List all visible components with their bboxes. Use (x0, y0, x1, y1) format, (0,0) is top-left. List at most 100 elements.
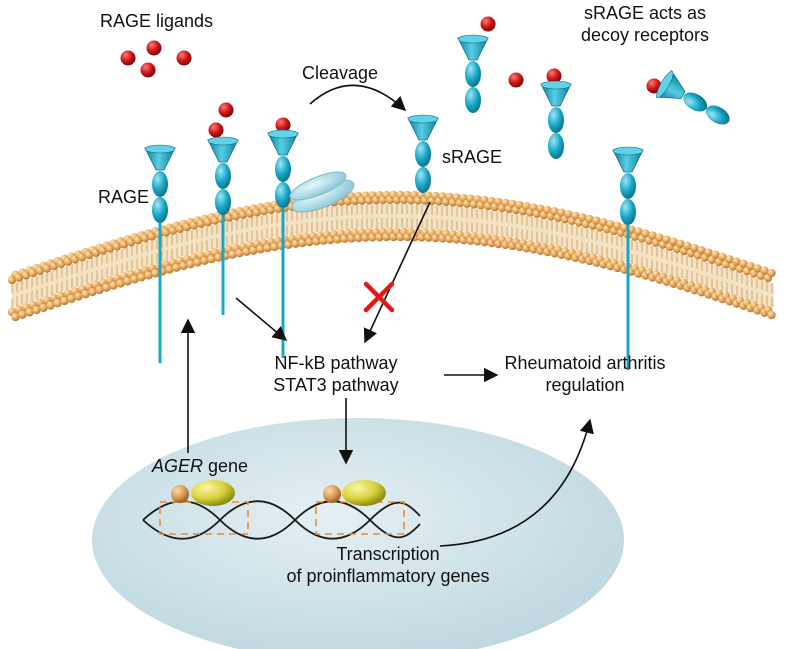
lipid-head (228, 250, 237, 259)
receptor-c2-domain (275, 182, 291, 208)
blocked-signal-x (363, 281, 395, 313)
lipid-head (697, 246, 706, 255)
ligand-sphere (508, 72, 524, 88)
cell-membrane (7, 190, 776, 322)
lipid-head (704, 248, 713, 257)
lipid-head (151, 269, 160, 278)
lipid-head (739, 259, 748, 269)
rage-receptor-3 (267, 129, 299, 358)
lipid-head (543, 205, 552, 215)
receptor-c1-domain (275, 156, 291, 182)
lipid-head (760, 266, 769, 275)
lipid-head (242, 247, 251, 257)
receptor-cup-rim (144, 144, 176, 154)
lipid-head (585, 214, 594, 224)
lipid-head (11, 312, 20, 322)
lipid-head (95, 285, 104, 295)
ligand-sphere (120, 50, 136, 66)
rage-label: RAGE (98, 187, 150, 207)
lipid-head (592, 216, 601, 225)
lipid-head (102, 283, 111, 292)
lipid-head (550, 207, 559, 216)
receptor-c2-domain (152, 197, 168, 223)
lipid-head (536, 204, 545, 213)
lipid-head (557, 208, 566, 218)
lipid-head (88, 287, 97, 297)
receptor-c1-domain (548, 107, 564, 133)
lipid-head (39, 303, 48, 312)
nucleus (92, 418, 624, 649)
receptor-c2-domain (465, 87, 481, 113)
lipid-head (732, 257, 741, 266)
lipid-head (179, 261, 188, 271)
lipid-head (613, 221, 622, 231)
lipid-head (578, 213, 587, 222)
lipid-head (718, 252, 727, 262)
ligand-sphere (140, 62, 156, 78)
receptor-c1-domain (620, 173, 636, 199)
receptor-cup-rim (267, 129, 299, 139)
lipid-head (32, 305, 41, 315)
transcription-label-line1: Transcription (336, 544, 440, 564)
rage-ligands-label: RAGE ligands (100, 11, 214, 31)
lipid-head (186, 259, 195, 269)
receptor-c1-domain (683, 92, 708, 112)
transcription-factor-right (323, 480, 386, 506)
receptor-cup-rim (540, 80, 572, 90)
signaling-pathways-label: NF-kB pathway STAT3 pathway (236, 352, 436, 396)
receptors-group (144, 34, 730, 370)
lipid-head (172, 263, 181, 272)
srage-cleaved (407, 114, 439, 193)
lipid-head (508, 199, 517, 209)
lipid-head (74, 292, 83, 301)
lipid-head (123, 277, 132, 286)
lipid-head (214, 253, 223, 262)
lipid-head (53, 299, 62, 308)
cleaving-enzyme (289, 171, 355, 213)
receptor-c2-domain (620, 199, 636, 225)
rage-to-pathway-arrow (235, 297, 288, 341)
lipid-head (137, 273, 146, 282)
ager-gene-label: AGER gene (152, 455, 248, 477)
ligand-sphere (208, 122, 224, 138)
lipid-head (130, 275, 139, 284)
receptor-cup-rim (457, 34, 489, 44)
lipid-head (725, 255, 734, 264)
lipid-head (67, 294, 76, 303)
transcription-to-ra-arrow (439, 418, 594, 547)
lipid-head (46, 301, 55, 310)
receptor-cup-rim (612, 146, 644, 156)
lipid-head (711, 250, 720, 259)
lipid-head (767, 268, 776, 278)
membrane-tail-band (12, 204, 774, 308)
lipid-head (522, 202, 531, 211)
lipid-head (767, 310, 776, 320)
cleavage-arrow (309, 84, 407, 111)
lipid-head (144, 271, 153, 280)
ligand-sphere (480, 16, 496, 32)
lipid-head (515, 200, 524, 210)
transcription-factor-left (171, 480, 235, 506)
receptor-cup-rim (207, 136, 239, 146)
receptor-c1-domain (152, 171, 168, 197)
srage-decoy-1 (457, 34, 489, 113)
lipid-head (641, 229, 650, 238)
rage-ligands-group (120, 16, 662, 138)
dna-double-helix (142, 500, 421, 540)
receptor-c1-domain (215, 163, 231, 189)
lipid-head (60, 296, 69, 306)
lipid-head (25, 308, 34, 317)
ligand-sphere (146, 40, 162, 56)
stat3-pathway-label: STAT3 pathway (273, 375, 399, 395)
lipid-head (564, 210, 573, 219)
lipid-head (683, 241, 692, 251)
nfkb-pathway-label: NF-kB pathway (274, 353, 398, 373)
receptor-c2-domain (705, 105, 730, 125)
receptor-c2-domain (548, 133, 564, 159)
transcription-label: Transcription of proinflammatory genes (268, 543, 508, 587)
lipid-head (81, 290, 90, 299)
lipid-head (263, 243, 272, 253)
lipid-head (746, 261, 755, 271)
srage-decoy-3 (655, 69, 730, 125)
